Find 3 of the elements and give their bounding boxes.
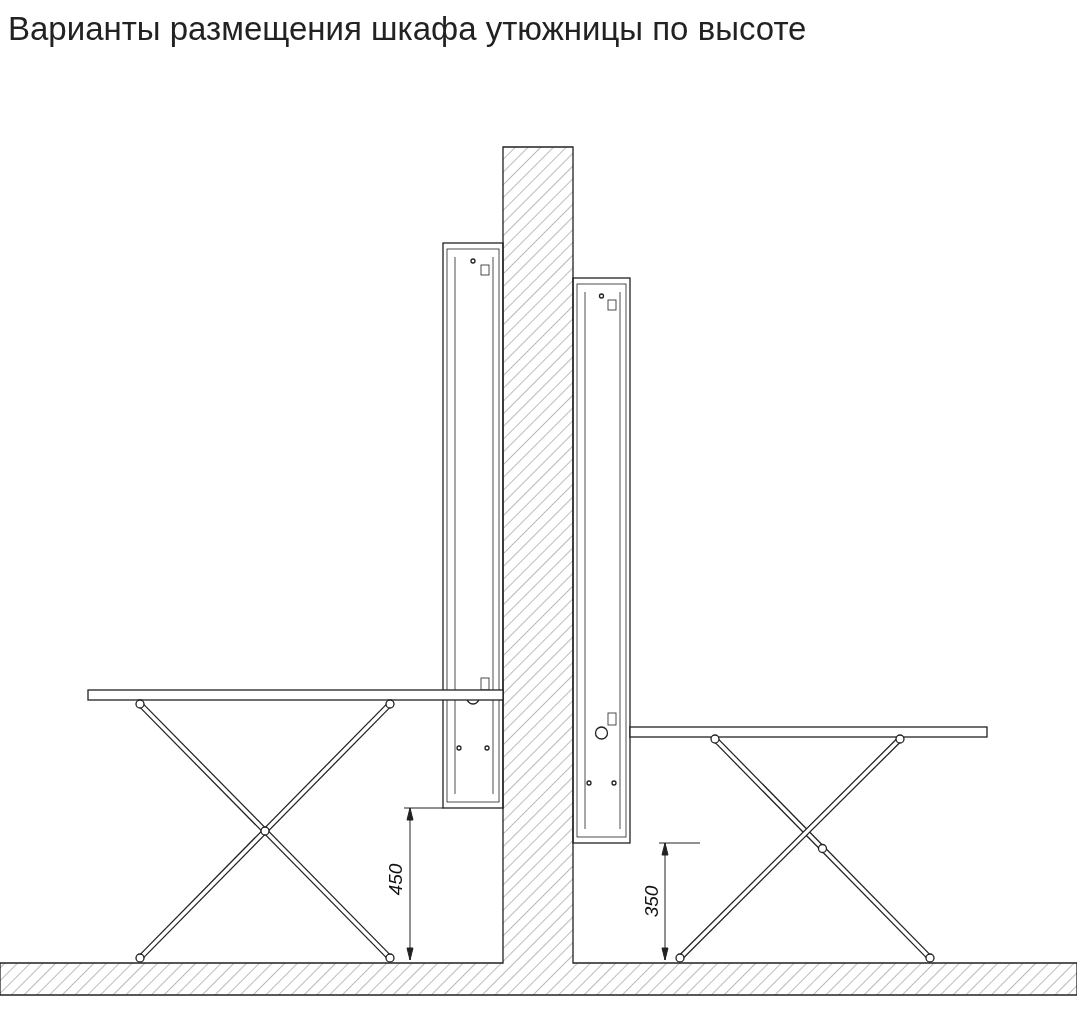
title: Варианты размещения шкафа утюжницы по высоте <box>8 10 807 48</box>
dimension-label: 350 <box>642 885 662 918</box>
dimension-label: 450 <box>386 863 406 896</box>
